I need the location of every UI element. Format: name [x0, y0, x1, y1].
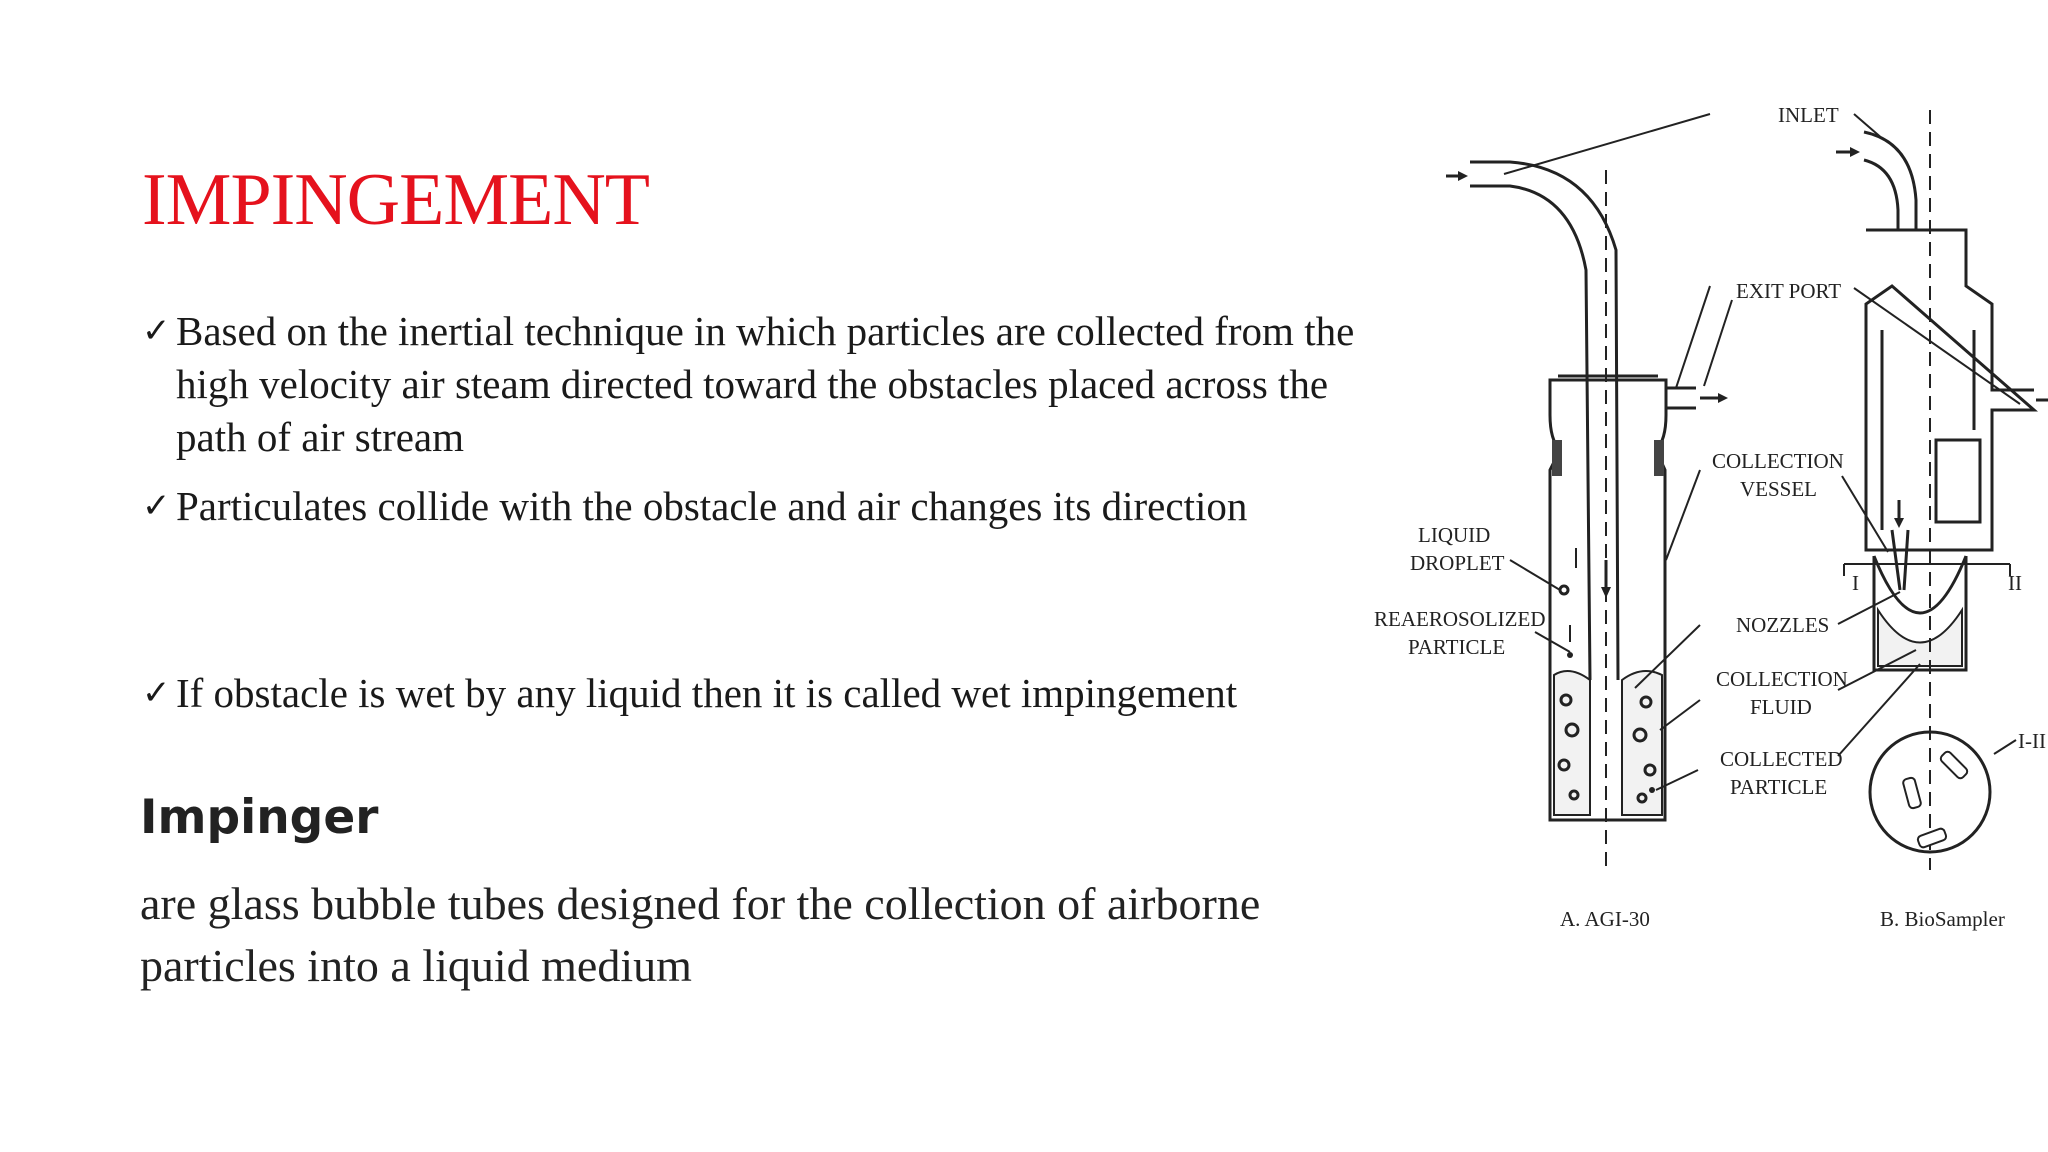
bullet-text: Particulates collide with the obstacle a…: [176, 483, 1248, 529]
label-section-i-ii: I-II: [2018, 729, 2046, 753]
impinger-heading: Impinger: [140, 790, 379, 845]
label-collected-particle: PARTICLE: [1730, 775, 1827, 799]
checkmark-icon: ✓: [142, 486, 171, 526]
label-inlet: INLET: [1778, 103, 1839, 127]
bullet-item: ✓ If obstacle is wet by any liquid then …: [142, 667, 1392, 720]
caption-biosampler: B. BioSampler: [1880, 907, 2005, 931]
label-liquid-droplet: DROPLET: [1410, 551, 1505, 575]
label-section-i: I: [1852, 571, 1859, 595]
bullet-text: Based on the inertial technique in which…: [176, 308, 1355, 460]
bullet-item: ✓ Based on the inertial technique in whi…: [142, 305, 1392, 464]
checkmark-icon: ✓: [142, 311, 171, 351]
label-section-ii: II: [2008, 571, 2022, 595]
label-collection-fluid: FLUID: [1750, 695, 1812, 719]
impinger-diagram: INLET EXIT PORT COLLECTION VESSEL LIQUID…: [1374, 103, 2048, 931]
label-nozzles: NOZZLES: [1736, 613, 1829, 637]
label-reaerosolized-particle: REAEROSOLIZED: [1374, 607, 1546, 631]
label-liquid-droplet: LIQUID: [1418, 523, 1490, 547]
label-collection-vessel: COLLECTION: [1712, 449, 1844, 473]
bullet-text: If obstacle is wet by any liquid then it…: [176, 670, 1238, 716]
impinger-description: are glass bubble tubes designed for the …: [140, 878, 1261, 991]
label-collection-fluid: COLLECTION: [1716, 667, 1848, 691]
caption-agi30: A. AGI-30: [1560, 907, 1650, 931]
checkmark-icon: ✓: [142, 673, 171, 713]
biosampler: [1836, 110, 2048, 870]
label-collection-vessel: VESSEL: [1740, 477, 1817, 501]
label-exit-port: EXIT PORT: [1736, 279, 1841, 303]
agi30-impinger: [1446, 113, 1733, 870]
slide-title: IMPINGEMENT: [142, 159, 650, 241]
label-collected-particle: COLLECTED: [1720, 747, 1842, 771]
label-reaerosolized-particle: PARTICLE: [1408, 635, 1505, 659]
bullet-item: ✓ Particulates collide with the obstacle…: [142, 480, 1392, 533]
